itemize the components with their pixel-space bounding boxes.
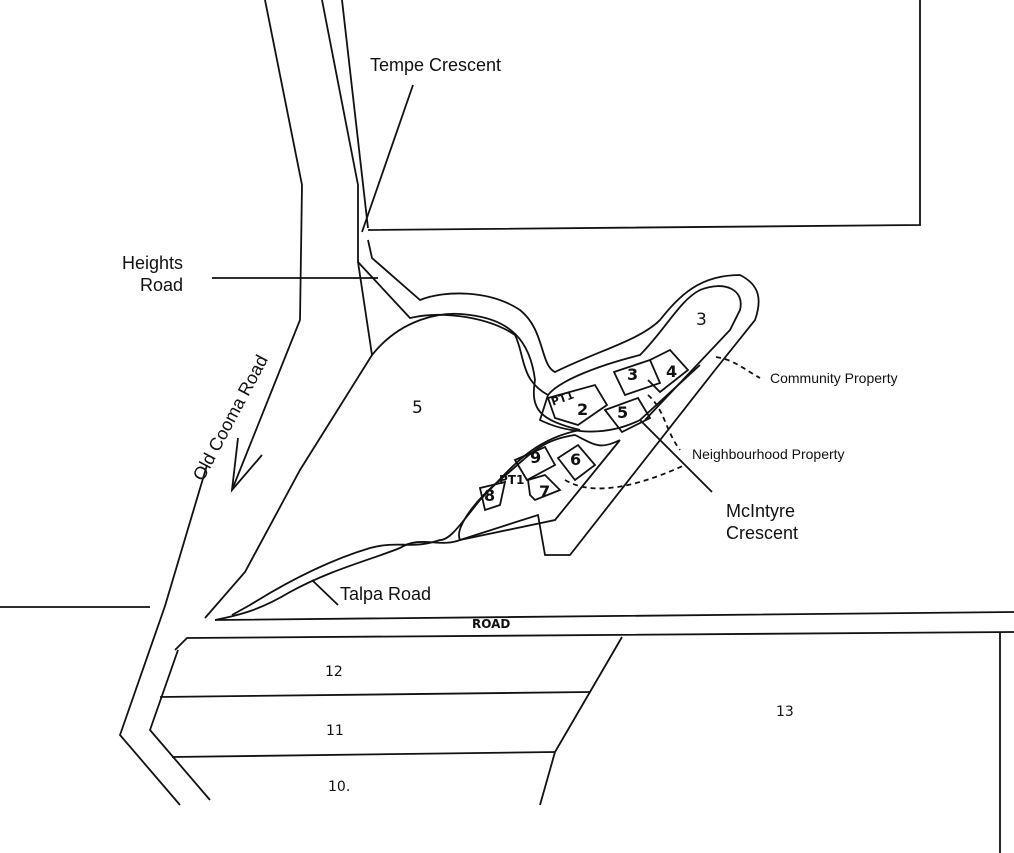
heights-road-north-edge bbox=[367, 239, 760, 373]
road-label: ROAD bbox=[472, 617, 511, 631]
lot-5-outline bbox=[603, 396, 652, 434]
lot-6: 6 bbox=[570, 450, 582, 469]
loop-inner-lower bbox=[458, 434, 621, 542]
neighbourhood-property-label: Neighbourhood Property bbox=[692, 446, 845, 462]
community-dashed-leader bbox=[715, 356, 761, 379]
tempe-crescent-edge bbox=[341, 0, 369, 229]
road-south-edge bbox=[174, 631, 1014, 651]
old-cooma-road-south-east-edge bbox=[148, 649, 211, 801]
tempe-leader bbox=[361, 84, 414, 233]
lot-12: 12 bbox=[325, 664, 343, 680]
lot-3-outline bbox=[612, 358, 662, 397]
loop-inner-upper bbox=[547, 285, 742, 421]
lot-13: 13 bbox=[776, 704, 794, 720]
old-cooma-road-right-edge bbox=[204, 0, 373, 619]
lot-divider-12-11 bbox=[159, 691, 591, 698]
lot-8-outline bbox=[478, 480, 507, 512]
community-property-label: Community Property bbox=[770, 370, 898, 386]
lot-5-large: 5 bbox=[412, 398, 423, 418]
heights-road-label-line1: Heights bbox=[122, 253, 184, 273]
lot-10: 10. bbox=[328, 779, 351, 795]
lot-pt1-lower: PT1 bbox=[499, 473, 525, 487]
heights-road-label-line2: Road bbox=[140, 275, 184, 295]
lot-11: 11 bbox=[326, 723, 344, 739]
lot-8: 8 bbox=[484, 486, 496, 505]
mcintyre-label-line2: Crescent bbox=[726, 523, 799, 543]
lot-2: 2 bbox=[577, 400, 589, 419]
lot-divider-11-10 bbox=[171, 751, 556, 758]
old-cooma-road-left-edge bbox=[231, 0, 303, 491]
lot-4-outline bbox=[647, 348, 690, 394]
lot-3: 3 bbox=[627, 365, 639, 384]
neighbourhood-dashed-leader bbox=[647, 394, 681, 451]
mcintyre-outer-edge bbox=[214, 369, 716, 621]
old-cooma-arrow bbox=[230, 437, 263, 493]
tempe-crescent-label: Tempe Crescent bbox=[370, 55, 502, 75]
lot5-inner-edge bbox=[231, 312, 581, 616]
road-north-edge bbox=[0, 606, 1014, 621]
lot-5-small: 5 bbox=[617, 403, 629, 422]
lot-divider-east bbox=[539, 636, 623, 806]
upper-property-boundary bbox=[367, 0, 921, 231]
heights-road-south-edge bbox=[357, 261, 701, 433]
lot-3-community: 3 bbox=[696, 310, 707, 330]
talpa-leader bbox=[311, 579, 339, 606]
lot-9: 9 bbox=[530, 448, 542, 467]
old-cooma-road-west-edge bbox=[118, 464, 208, 806]
lot-pt1-2-outline bbox=[546, 383, 609, 426]
mcintyre-leader bbox=[639, 419, 713, 493]
lot-9-outline bbox=[513, 445, 557, 482]
mcintyre-label-line1: McIntyre bbox=[726, 501, 796, 521]
neighbourhood-dashed-leader-2 bbox=[564, 464, 686, 490]
lot-7: 7 bbox=[539, 482, 551, 501]
lot-7-outline bbox=[527, 473, 562, 502]
lot-4: 4 bbox=[666, 362, 678, 381]
talpa-road-label: Talpa Road bbox=[340, 584, 432, 604]
lot-6-outline bbox=[556, 443, 597, 482]
